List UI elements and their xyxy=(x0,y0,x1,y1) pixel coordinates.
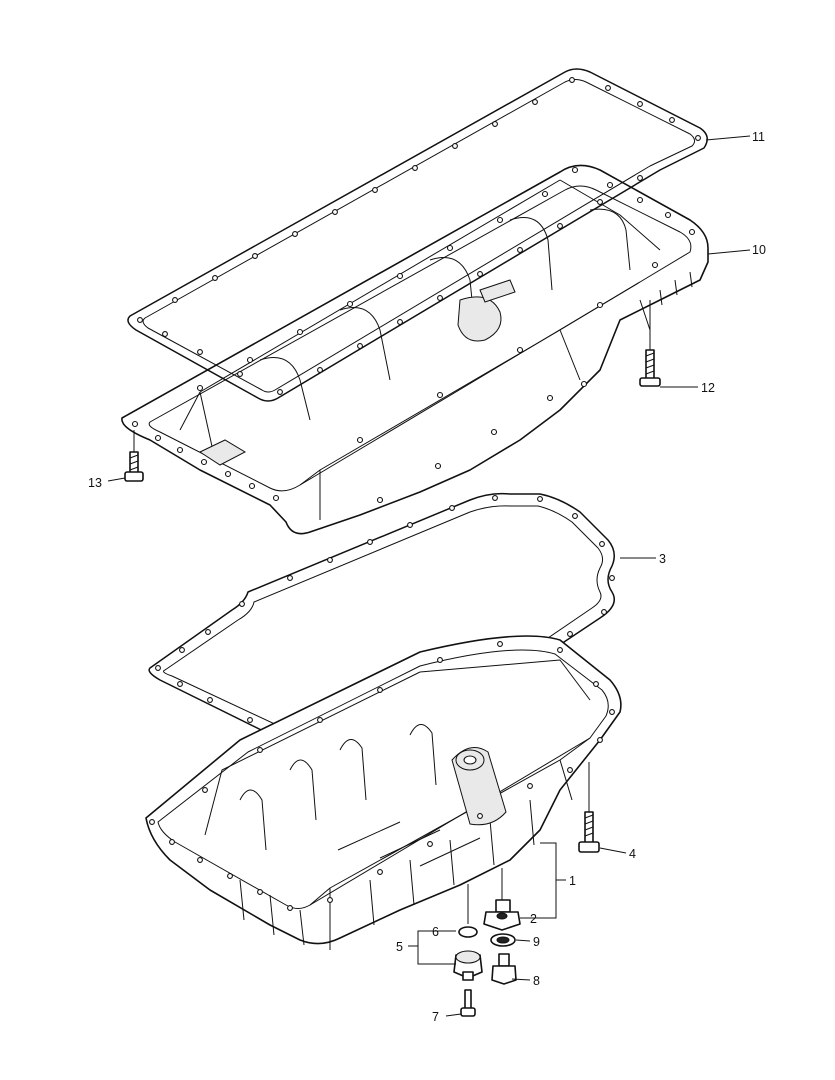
o-ring-6 xyxy=(458,884,478,938)
callout-1: 1 xyxy=(569,874,576,888)
callout-7: 7 xyxy=(432,1010,439,1024)
upper-oil-pan xyxy=(121,164,709,535)
callout-5: 5 xyxy=(396,940,403,954)
callout-13: 13 xyxy=(88,476,102,490)
callout-8: 8 xyxy=(533,974,540,988)
bolt-13 xyxy=(124,430,144,482)
lower-oil-pan xyxy=(145,635,622,950)
callout-11: 11 xyxy=(752,130,765,144)
upper-pan-bolt-holes xyxy=(131,166,696,504)
callout-10: 10 xyxy=(752,243,766,257)
bolt-12 xyxy=(639,300,661,387)
sensor-5 xyxy=(453,950,483,981)
callout-12: 12 xyxy=(701,381,715,395)
bolt-4 xyxy=(578,762,600,853)
bolt-7 xyxy=(460,989,476,1017)
upper-gasket-bolt-holes xyxy=(137,77,701,395)
callout-3: 3 xyxy=(659,552,666,566)
upper-gasket xyxy=(127,68,708,402)
callout-6: 6 xyxy=(432,925,439,939)
washer-9 xyxy=(490,933,516,947)
callout-leaders xyxy=(107,135,751,1017)
callout-2: 2 xyxy=(530,912,537,926)
callout-4: 4 xyxy=(629,847,636,861)
drain-plug-2 xyxy=(483,868,521,931)
callout-9: 9 xyxy=(533,935,540,949)
plug-8 xyxy=(491,953,517,985)
lower-pan-bolt-holes xyxy=(149,641,615,911)
